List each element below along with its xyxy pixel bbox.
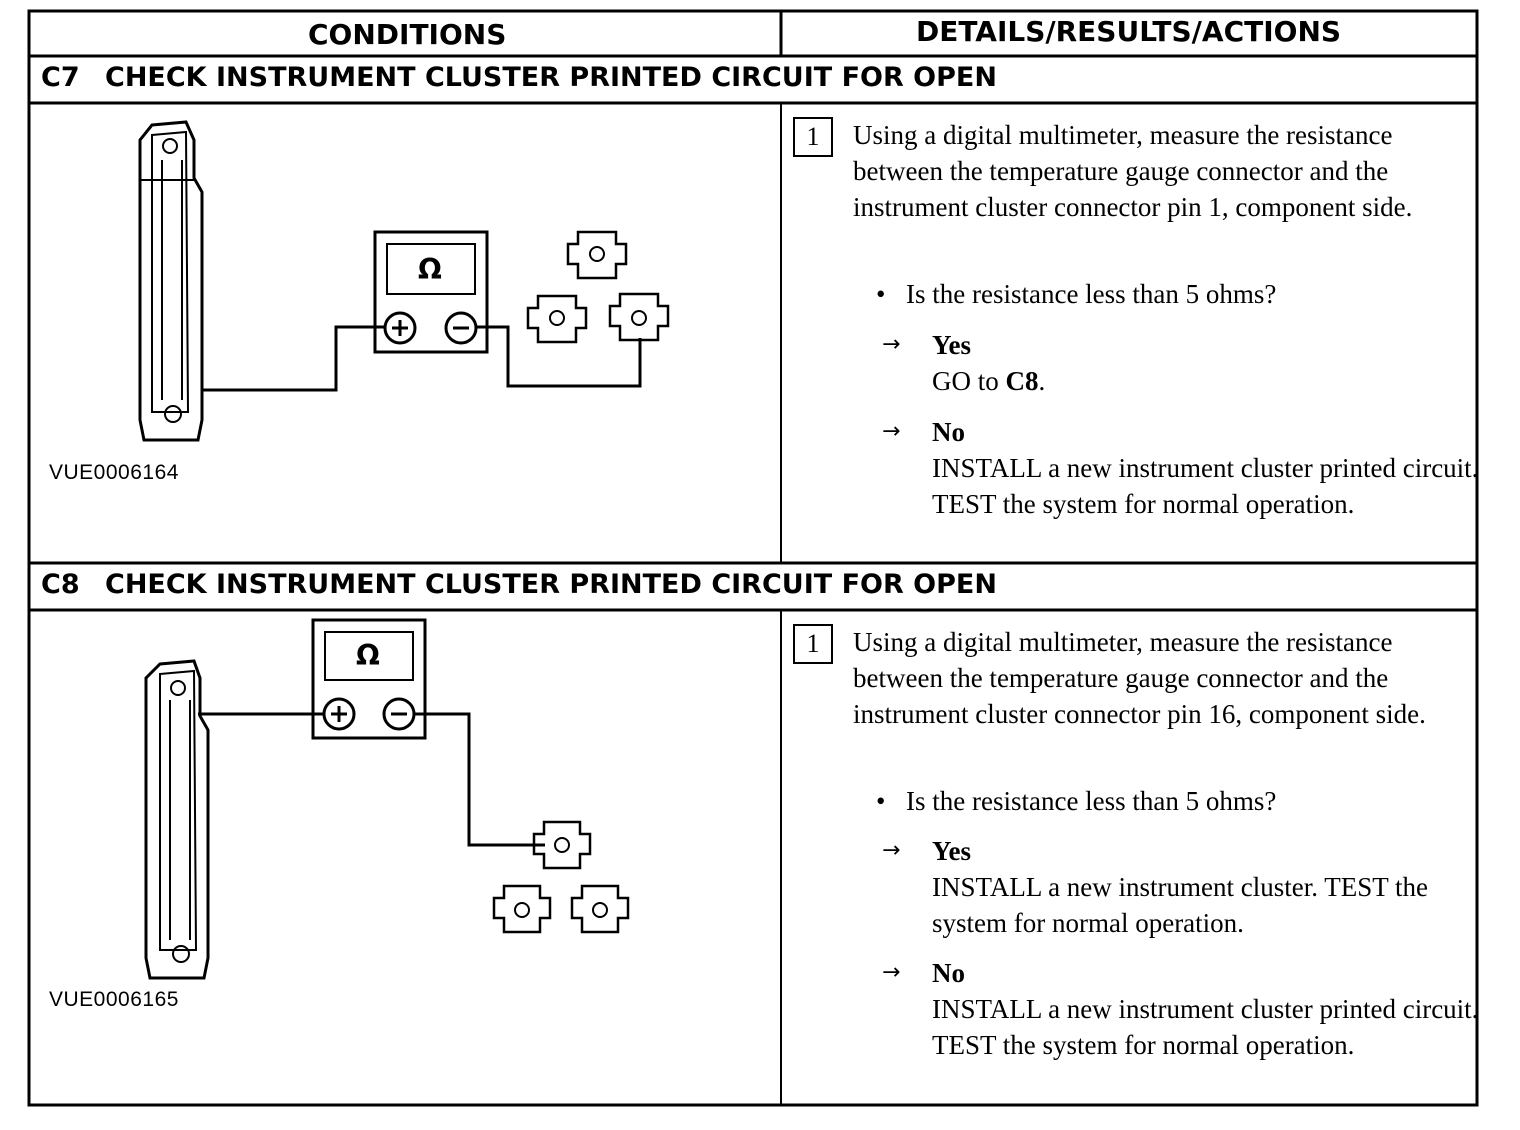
answer-label: Yes [932,836,971,866]
section-code: C8 [41,569,80,600]
question-line: • Is the resistance less than 5 ohms? [876,783,1276,819]
test-leads [198,712,545,847]
instrument-cluster-connector [144,659,210,980]
question-text: Is the resistance less than 5 ohms? [906,786,1277,816]
step-number-box: 1 [793,117,833,157]
section-title-text: CHECK INSTRUMENT CLUSTER PRINTED CIRCUIT… [105,569,997,600]
answer-action: INSTALL a new instrument cluster printed… [932,453,1479,519]
question-text: Is the resistance less than 5 ohms? [906,279,1277,309]
arrow-right-icon: → [882,960,901,985]
section-title-c7: C7 CHECK INSTRUMENT CLUSTER PRINTED CIRCU… [41,64,997,91]
answer-yes: → Yes GO to C8. [882,327,1492,399]
instrument-cluster-connector [138,120,204,442]
answer-no: → No INSTALL a new instrument cluster pr… [882,955,1492,1063]
answer-action: GO to C8. [932,366,1046,396]
step-instruction: Using a digital multimeter, measure the … [853,120,1413,222]
conditions-column-header: CONDITIONS [308,18,507,51]
bullet-icon: • [876,786,886,816]
ohm-symbol: Ω [356,639,380,672]
answer-no: → No INSTALL a new instrument cluster pr… [882,414,1492,522]
answer-label: No [932,958,965,988]
temperature-gauge-connectors [492,820,630,934]
ohm-symbol: Ω [418,253,442,286]
answer-action: INSTALL a new instrument cluster printed… [932,994,1479,1060]
answer-label: No [932,417,965,447]
temperature-gauge-connectors [526,230,670,344]
test-leads [202,325,642,392]
multimeter [311,618,427,740]
connector-pins [161,160,183,400]
answer-action: INSTALL a new instrument cluster. TEST t… [932,872,1429,938]
figure-id: VUE0006164 [49,461,179,484]
arrow-right-icon: → [882,332,901,357]
answer-yes: → Yes INSTALL a new instrument cluster. … [882,833,1492,941]
step-instruction: Using a digital multimeter, measure the … [853,627,1426,729]
section-code: C7 [41,62,80,93]
section-title-text: CHECK INSTRUMENT CLUSTER PRINTED CIRCUIT… [105,62,997,93]
figure-id: VUE0006165 [49,988,179,1011]
bullet-icon: • [876,279,886,309]
arrow-right-icon: → [882,419,901,444]
arrow-right-icon: → [882,838,901,863]
details-column-header: DETAILS/RESULTS/ACTIONS [916,15,1342,48]
answer-label: Yes [932,330,971,360]
section-title-c8: C8 CHECK INSTRUMENT CLUSTER PRINTED CIRCU… [41,571,997,598]
connector-pins [169,700,191,940]
step-number-box: 1 [793,624,833,664]
question-line: • Is the resistance less than 5 ohms? [876,276,1276,312]
